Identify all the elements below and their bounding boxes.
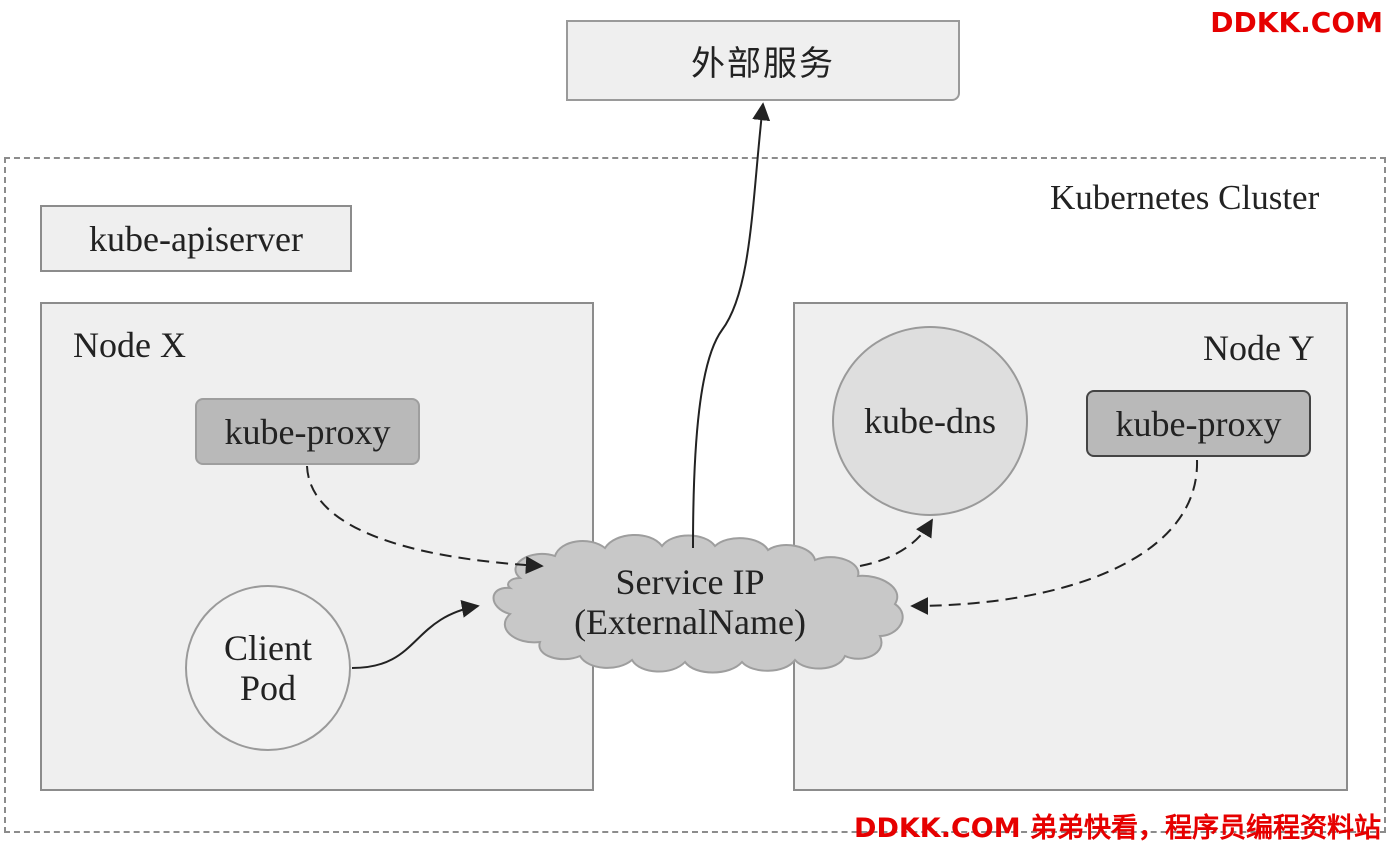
arrow-node-y-proxy-to-service xyxy=(910,459,1199,615)
client-pod-label-line2: Pod xyxy=(239,668,297,708)
watermark-bottom: DDKK.COM 弟弟快看，程序员编程资料站 xyxy=(854,813,1381,844)
apiserver-box: kube-apiserver xyxy=(40,205,352,272)
node-x-kube-proxy-label: kube-proxy xyxy=(224,411,391,452)
service-cloud xyxy=(492,533,904,674)
arrow-to-external-service xyxy=(692,102,771,549)
node-x-kube-proxy: kube-proxy xyxy=(195,398,420,465)
client-pod-circle: Client Pod xyxy=(185,585,351,751)
watermark-top: DDKK.COM xyxy=(1210,6,1383,39)
external-service-box: 外部服务 xyxy=(566,20,960,101)
arrow-service-to-kube-dns xyxy=(859,518,933,567)
service-ip-line1: Service IP xyxy=(615,562,765,602)
kube-dns-label: kube-dns xyxy=(864,401,996,441)
external-service-label: 外部服务 xyxy=(691,44,835,84)
service-ip-line2: (ExternalName) xyxy=(574,602,806,642)
cluster-label: Kubernetes Cluster xyxy=(1050,178,1320,217)
arrow-client-pod-to-service xyxy=(351,599,480,669)
node-y-kube-proxy: kube-proxy xyxy=(1086,390,1311,457)
node-x-label: Node X xyxy=(73,325,186,365)
node-y-kube-proxy-label: kube-proxy xyxy=(1115,403,1282,444)
client-pod-label-line1: Client xyxy=(224,628,312,668)
kube-dns-circle: kube-dns xyxy=(832,326,1028,516)
apiserver-label: kube-apiserver xyxy=(89,218,303,259)
node-y-label: Node Y xyxy=(1203,328,1315,368)
arrow-node-x-proxy-to-service xyxy=(306,465,544,575)
service-ip-label: Service IP (ExternalName) xyxy=(540,562,840,642)
cluster-boundary xyxy=(4,157,1386,833)
